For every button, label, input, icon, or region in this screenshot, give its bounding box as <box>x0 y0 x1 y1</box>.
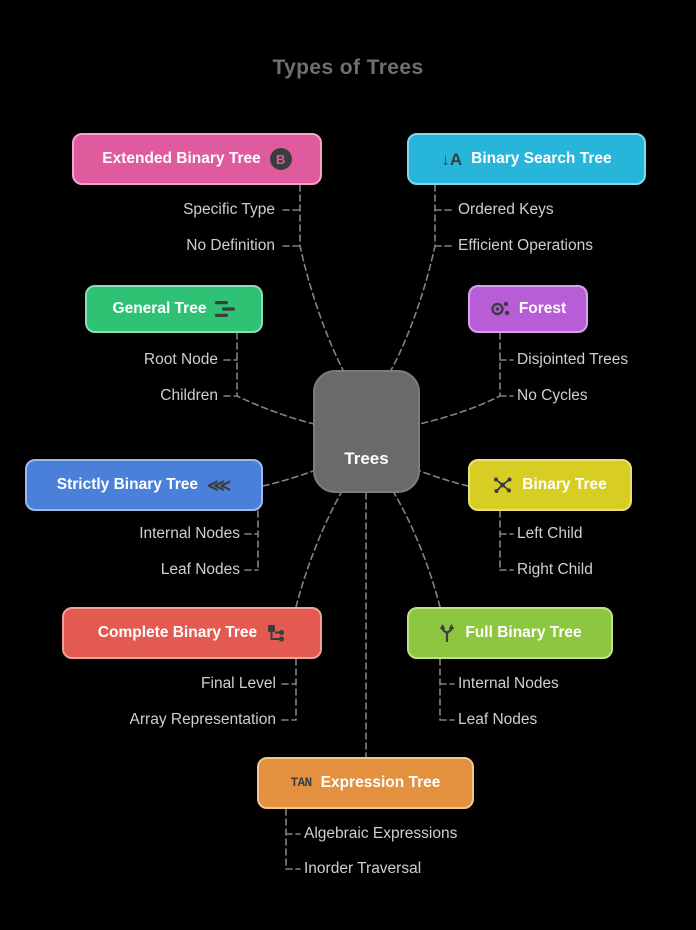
child-no-cycles: No Cycles <box>517 387 588 404</box>
node-label-strictly-binary-tree: Strictly Binary Tree <box>56 476 199 493</box>
child-internal-nodes-strict: Internal Nodes <box>139 525 240 542</box>
child-children: Children <box>160 387 218 404</box>
connector-strictly-binary-tree <box>244 470 314 571</box>
diagram-title: Types of Trees <box>272 56 424 79</box>
node-label-general-tree: General Tree <box>112 300 207 317</box>
node-label-full-binary-tree: Full Binary Tree <box>465 624 582 641</box>
node-complete-binary-tree: Complete Binary Tree <box>62 607 322 659</box>
node-label-extended-binary-tree: Extended Binary Tree <box>102 150 261 167</box>
child-efficient-operations: Efficient Operations <box>458 237 593 254</box>
node-binary-tree: Binary Tree <box>468 459 632 511</box>
child-leaf-nodes-strict: Leaf Nodes <box>160 561 240 578</box>
child-root-node: Root Node <box>143 351 218 368</box>
connector-complete-binary-tree <box>281 492 342 721</box>
node-label-complete-binary-tree: Complete Binary Tree <box>97 624 258 641</box>
network-nodes-icon <box>493 476 513 494</box>
connector-full-binary-tree <box>393 492 455 721</box>
node-extended-binary-tree: Extended Binary Tree B <box>72 133 322 185</box>
child-internal-nodes-full: Internal Nodes <box>458 675 559 692</box>
split-arrows-icon <box>438 623 456 643</box>
sort-alpha-down-icon: ↓A <box>441 149 463 169</box>
cluster-icon <box>490 300 510 318</box>
child-specific-type: Specific Type <box>183 201 275 218</box>
tan-function-icon: TAN <box>290 776 313 790</box>
child-inorder-traversal: Inorder Traversal <box>304 860 422 877</box>
connector-forest <box>418 332 514 425</box>
child-left-child: Left Child <box>517 525 583 542</box>
child-final-level: Final Level <box>201 675 276 692</box>
node-general-tree: General Tree <box>85 285 263 333</box>
node-full-binary-tree: Full Binary Tree <box>407 607 613 659</box>
node-strictly-binary-tree: Strictly Binary Tree ⋘ <box>25 459 263 511</box>
connector-binary-tree <box>419 470 514 571</box>
node-trees-center: Trees <box>313 370 420 493</box>
triple-chevron-left-icon: ⋘ <box>207 475 232 495</box>
child-right-child: Right Child <box>517 561 593 578</box>
connector-general-tree <box>223 332 315 425</box>
node-label-expression-tree: Expression Tree <box>320 774 441 791</box>
child-algebraic-expressions: Algebraic Expressions <box>304 825 458 842</box>
connector-group <box>223 184 514 870</box>
center-node-label: Trees <box>344 449 389 468</box>
connector-binary-search-tree <box>389 184 453 373</box>
child-array-representation: Array Representation <box>129 711 276 728</box>
hierarchy-bars-icon <box>215 300 236 318</box>
sitemap-icon <box>266 624 286 643</box>
connector-expression-tree <box>285 492 367 870</box>
child-disjointed-trees: Disjointed Trees <box>517 351 629 368</box>
node-label-binary-tree: Binary Tree <box>522 476 607 493</box>
child-ordered-keys: Ordered Keys <box>458 201 554 218</box>
node-expression-tree: TAN Expression Tree <box>257 757 474 809</box>
connector-extended-binary-tree <box>282 184 345 373</box>
child-leaf-nodes-full: Leaf Nodes <box>458 711 538 728</box>
node-label-binary-search-tree: Binary Search Tree <box>471 150 612 167</box>
child-no-definition: No Definition <box>186 237 275 254</box>
node-binary-search-tree: ↓A Binary Search Tree <box>407 133 646 185</box>
node-forest: Forest <box>468 285 588 333</box>
badge-b-icon: B <box>269 148 292 170</box>
node-label-forest: Forest <box>518 300 567 317</box>
